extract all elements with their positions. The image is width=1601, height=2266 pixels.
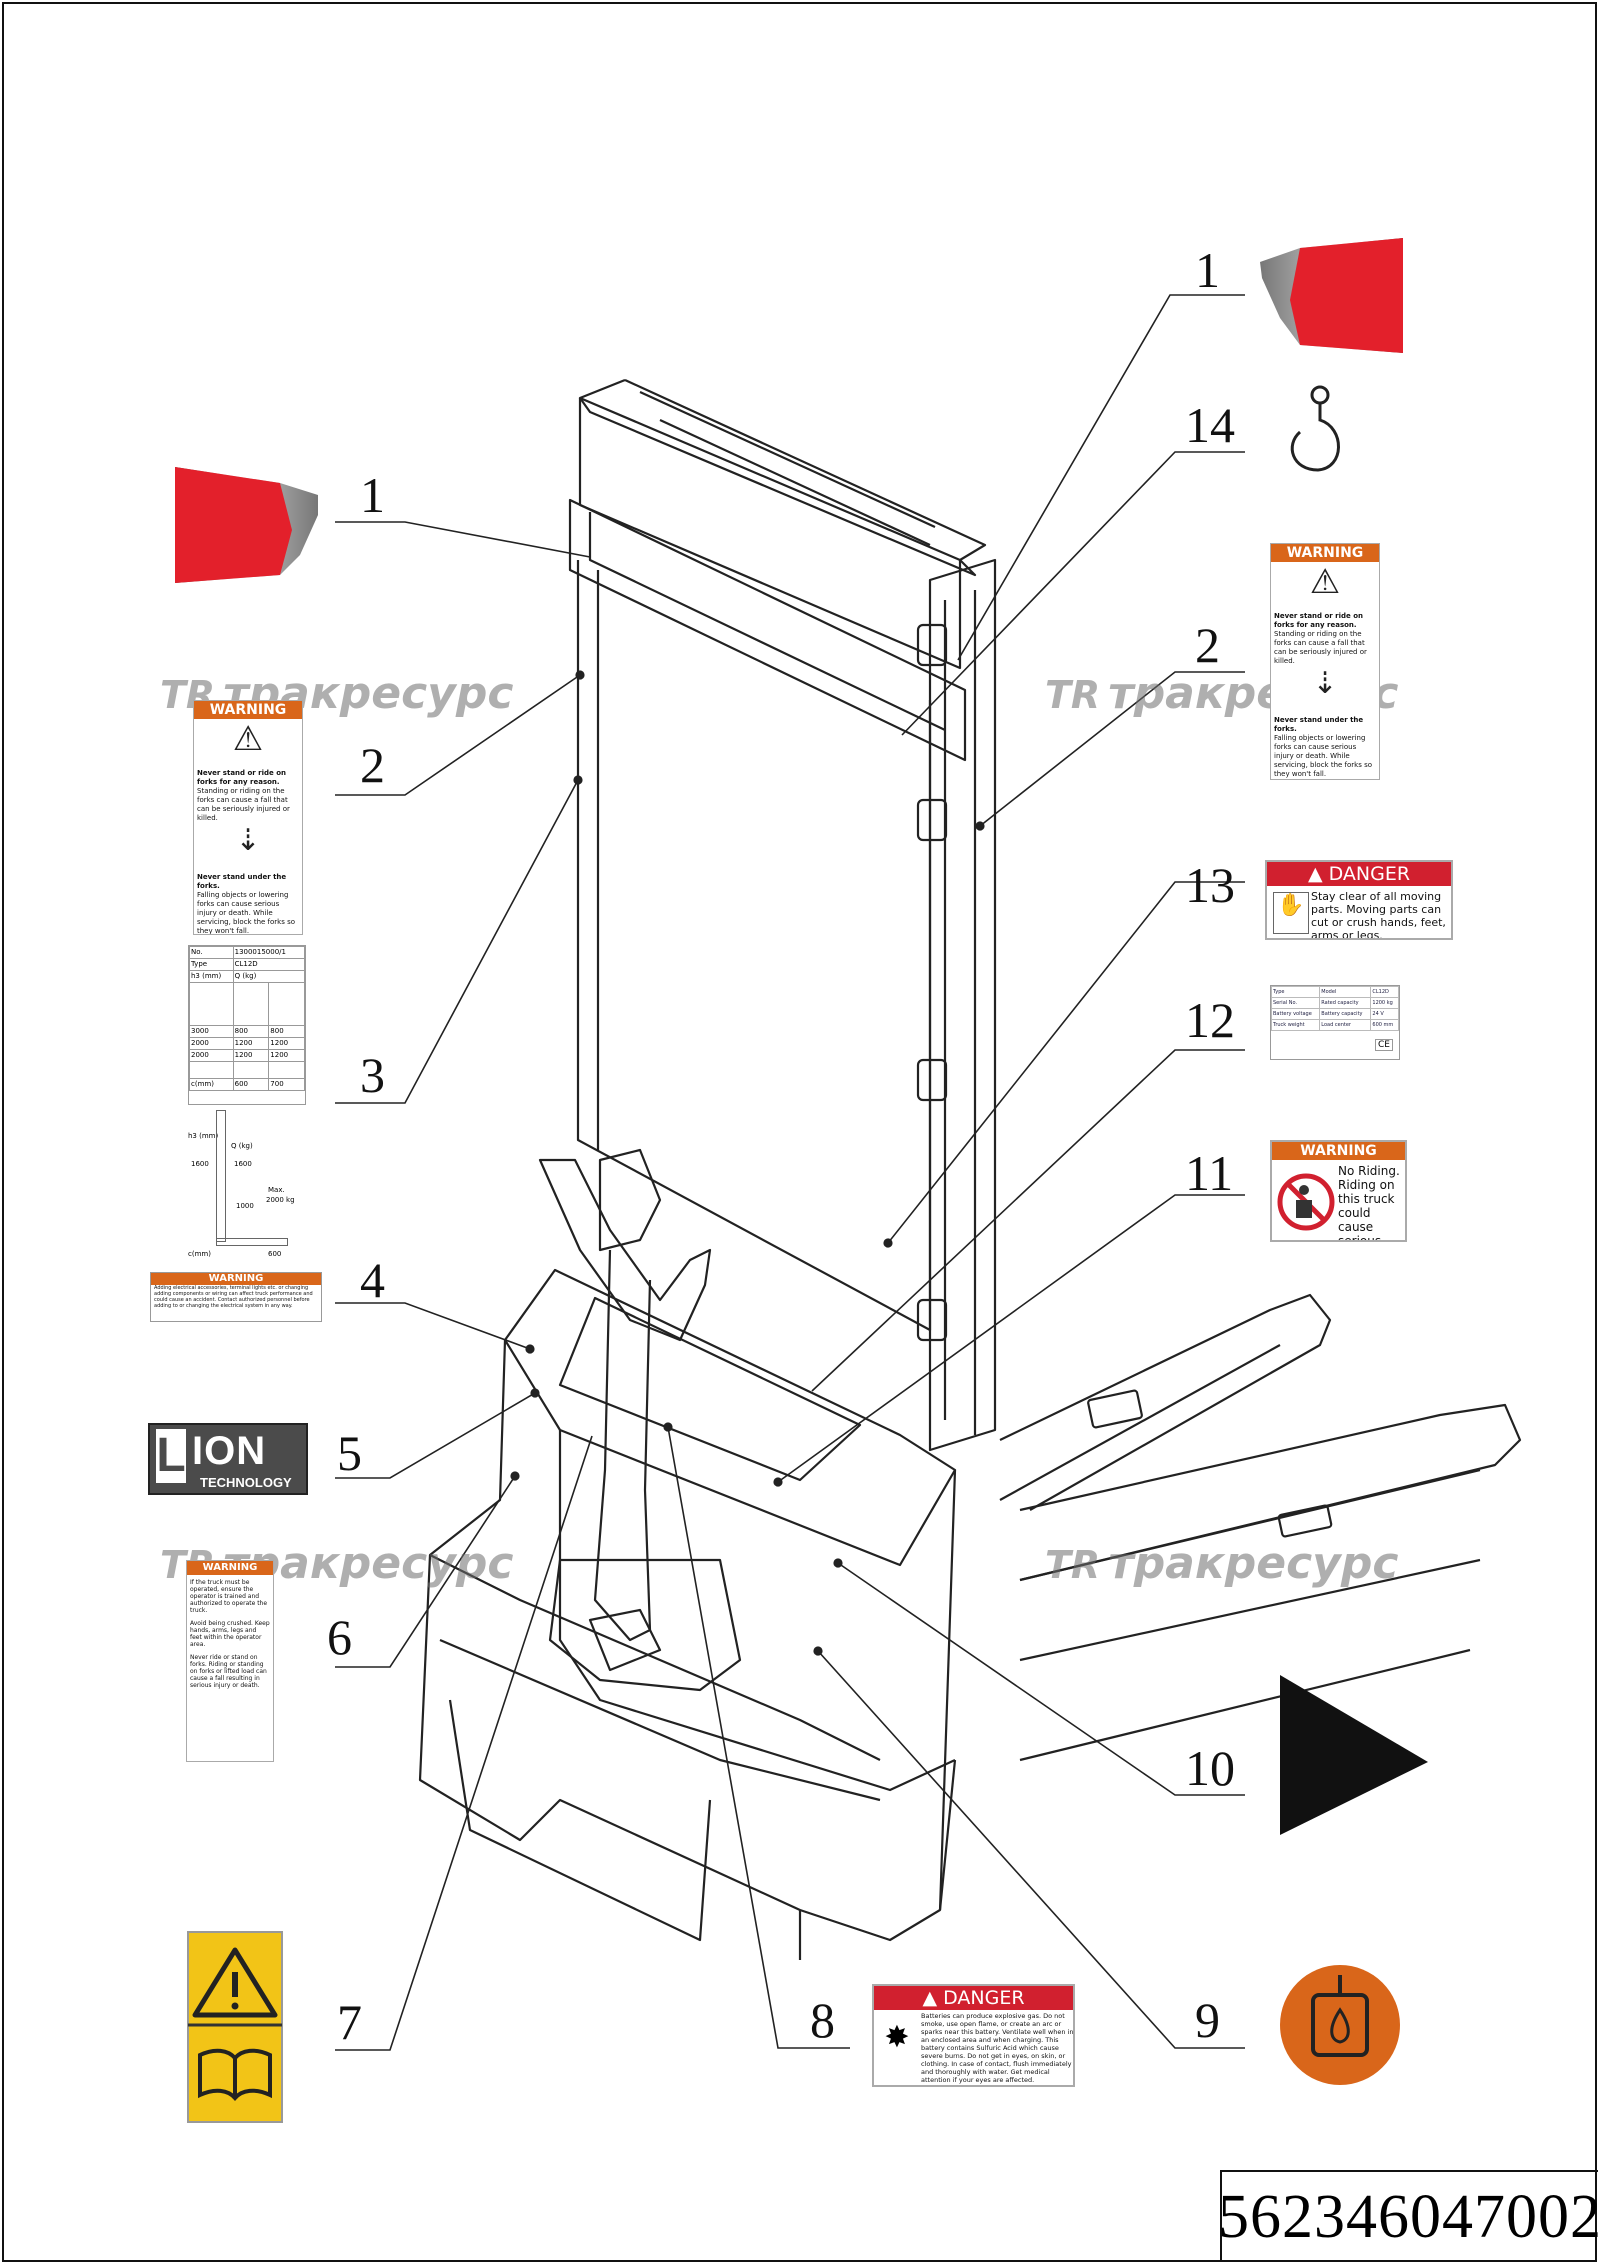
capacity-diagram-label: h3 (mm) Q (kg) 1600 1600 Max. 2000 kg 10…	[186, 1110, 296, 1262]
leader-lines	[335, 294, 1245, 2051]
falling-load-icon: ⇣	[1312, 666, 1338, 701]
callout-1-left: 1	[360, 467, 385, 523]
warning-triangle-icon: ▲	[922, 1987, 944, 2009]
callout-2-right: 2	[1195, 617, 1220, 673]
document-number: 562346047002	[1218, 2170, 1601, 2262]
explosion-icon: ✸	[884, 2020, 910, 2055]
callout-7: 7	[337, 1994, 362, 2050]
crush-hazard-icon: ✋	[1273, 892, 1309, 934]
direction-triangle-icon	[1280, 1675, 1428, 1835]
battery-danger-label: ▲ DANGER ✸ Batteries can produce explosi…	[872, 1984, 1075, 2087]
hook-icon	[1290, 385, 1340, 472]
electrical-warning-label: WARNING Adding electrical accessories, t…	[150, 1272, 322, 1322]
leader-1-right	[957, 294, 1245, 661]
callout-9: 9	[1195, 1992, 1220, 2048]
callout-1-right: 1	[1195, 242, 1220, 298]
leader-14	[901, 451, 1245, 736]
stacker-outline	[418, 378, 1522, 1960]
fall-pictogram-icon: ⚠	[232, 719, 264, 759]
leader-2-right	[979, 671, 1245, 827]
leader-6	[335, 1475, 516, 1668]
lion-letter: L	[156, 1429, 186, 1483]
red-wedge-label-right	[1260, 238, 1403, 353]
leader-11	[777, 1194, 1245, 1483]
no-riding-warning-label: WARNING No Riding. Riding on this truck …	[1270, 1140, 1407, 1242]
operator-warning-label: WARNING If the truck must be operated, e…	[186, 1560, 274, 1762]
leader-9	[817, 1650, 1245, 2049]
lion-technology-label: L ION TECHNOLOGY	[148, 1423, 308, 1495]
leader-2-left	[335, 674, 581, 796]
leader-12	[811, 1049, 1245, 1392]
leader-5	[335, 1392, 536, 1479]
callout-8: 8	[810, 1992, 835, 2048]
callout-13: 13	[1185, 857, 1235, 913]
leader-3	[335, 779, 579, 1104]
leader-8	[667, 1426, 850, 2049]
leader-4	[335, 1302, 531, 1350]
callout-6: 6	[327, 1609, 352, 1665]
callout-4: 4	[360, 1252, 385, 1308]
falling-load-icon: ⇣	[235, 823, 261, 858]
leader-13	[887, 881, 1245, 1244]
read-manual-warning-icon	[187, 1931, 283, 2123]
warning-fork-label-left: WARNING ⚠ Never stand or ride on forks f…	[193, 700, 303, 935]
fall-pictogram-icon: ⚠	[1309, 562, 1341, 602]
leader-10	[837, 1562, 1245, 1796]
callout-14: 14	[1185, 397, 1235, 453]
hydraulic-oil-icon	[1280, 1965, 1400, 2085]
leader-7	[335, 1435, 593, 2051]
red-wedge-label-left	[175, 467, 318, 583]
no-riding-icon	[1276, 1166, 1336, 1238]
leader-1-left	[335, 521, 591, 558]
moving-parts-danger-label: ▲ DANGER ✋ Stay clear of all moving part…	[1265, 860, 1453, 940]
warning-fork-label-right: WARNING ⚠ Never stand or ride on forks f…	[1270, 543, 1380, 780]
warning-triangle-icon: ▲	[1307, 863, 1329, 885]
callout-2-left: 2	[360, 737, 385, 793]
callout-12: 12	[1185, 992, 1235, 1048]
callout-5: 5	[337, 1425, 362, 1481]
callout-10: 10	[1185, 1740, 1235, 1796]
callout-11: 11	[1185, 1145, 1234, 1201]
callout-3: 3	[360, 1047, 385, 1103]
